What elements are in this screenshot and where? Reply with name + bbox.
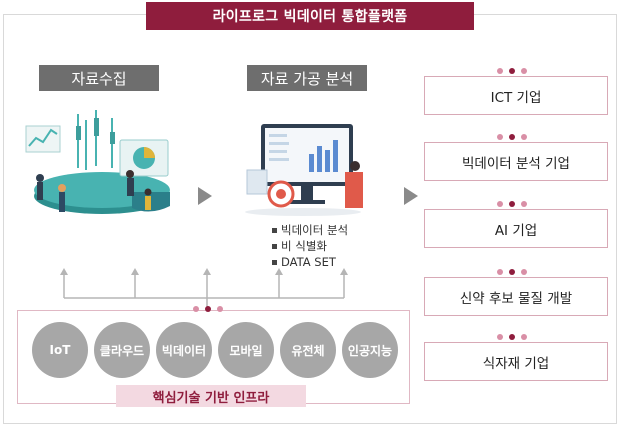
data-collection-illustration [25, 110, 170, 214]
infra-dots [193, 306, 223, 312]
output-dots [497, 134, 527, 140]
tech-cloud: 클라우드 [94, 322, 150, 378]
infra-connector-arrows [60, 268, 348, 308]
bullet-text: 빅데이터 분석 [281, 223, 349, 237]
bullet-item: 빅데이터 분석 [272, 222, 392, 238]
data-processing-illustration [245, 124, 363, 216]
process-bullet-list: 빅데이터 분석 비 식별화 DATA SET [272, 222, 392, 270]
bullet-item: 비 식별화 [272, 238, 392, 254]
stage-collect-header: 자료수집 [39, 65, 159, 91]
output-bigdata: 빅데이터 분석 기업 [424, 142, 608, 181]
tech-iot: IoT [32, 322, 88, 378]
output-dots [497, 269, 527, 275]
output-ai: AI 기업 [424, 209, 608, 248]
output-dots [497, 334, 527, 340]
tech-bigdata: 빅데이터 [156, 322, 212, 378]
infra-label: 핵심기술 기반 인프라 [116, 385, 306, 407]
tech-ai: 인공지능 [342, 322, 398, 378]
output-food: 식자재 기업 [424, 342, 608, 381]
arrow-collect-to-process [198, 187, 212, 205]
bullet-text: 비 식별화 [281, 239, 327, 253]
output-drug: 신약 후보 물질 개발 [424, 277, 608, 316]
diagram-title: 라이프로그 빅데이터 통합플랫폼 [146, 2, 474, 30]
bullet-text: DATA SET [281, 255, 336, 269]
tech-genome: 유전체 [280, 322, 336, 378]
arrow-process-to-outputs [404, 187, 418, 205]
tech-mobile: 모바일 [218, 322, 274, 378]
stage-process-header: 자료 가공 분석 [247, 65, 367, 91]
output-ict: ICT 기업 [424, 76, 608, 115]
bullet-item: DATA SET [272, 254, 392, 270]
output-dots [497, 201, 527, 207]
output-dots [497, 68, 527, 74]
